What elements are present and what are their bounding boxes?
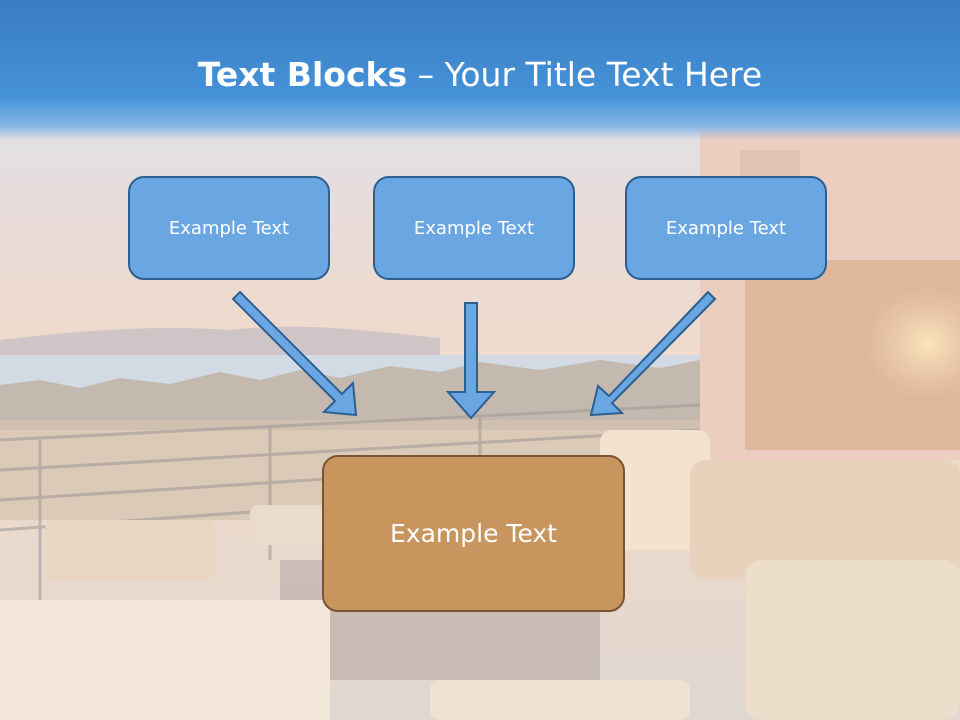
text-block-label: Example Text — [390, 519, 557, 548]
text-block-top-right: Example Text — [625, 176, 827, 280]
text-block-top-left: Example Text — [128, 176, 330, 280]
title-bold: Text Blocks — [197, 55, 408, 94]
title-band — [0, 0, 960, 140]
text-block-label: Example Text — [665, 217, 787, 239]
title-rest: Your Title Text Here — [444, 55, 763, 94]
slide-title: Text Blocks – Your Title Text Here — [0, 52, 960, 98]
text-block-label: Example Text — [413, 217, 535, 239]
text-block-top-center: Example Text — [373, 176, 575, 280]
text-block-bottom: Example Text — [322, 455, 625, 612]
text-block-label: Example Text — [168, 217, 290, 239]
title-dash: – — [407, 55, 445, 94]
